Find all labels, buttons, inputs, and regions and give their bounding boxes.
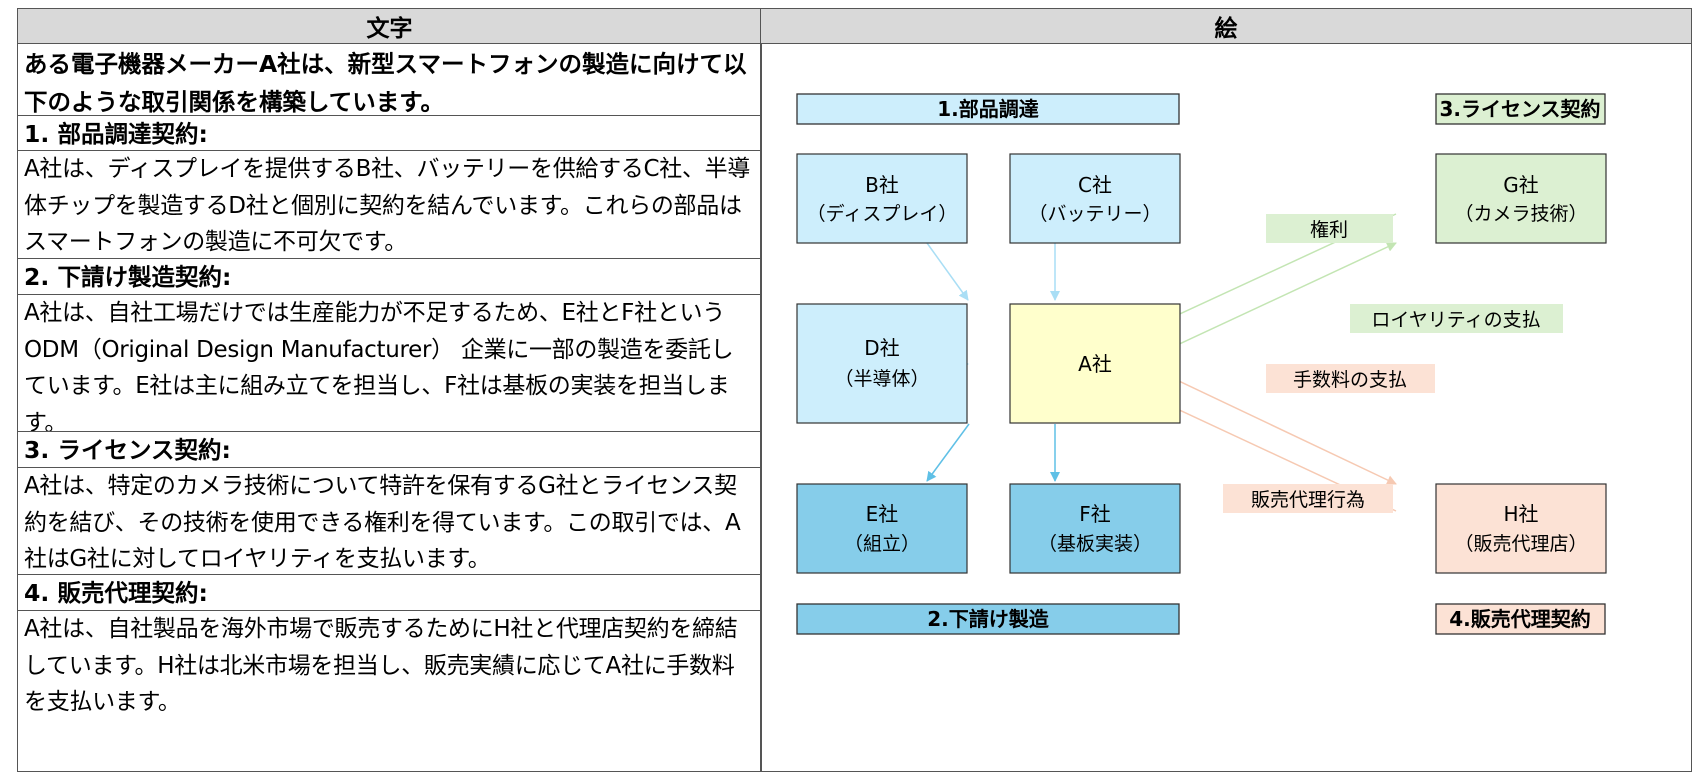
node-a-name: A社	[1078, 352, 1112, 376]
node-f-role: （基板実装）	[1038, 533, 1152, 555]
node-g-name: G社	[1503, 173, 1539, 197]
comparison-table: 文字 絵 ある電子機器メーカーA社は、新型スマートフォンの製造に向けて以下のよう…	[17, 8, 1692, 772]
category-label-license-text: 3.ライセンス契約	[1439, 97, 1600, 121]
node-c-role: （バッテリー）	[1028, 203, 1161, 225]
category-label-procurement-text: 1.部品調達	[937, 97, 1039, 121]
intro-text: ある電子機器メーカーA社は、新型スマートフォンの製造に向けて以下のような取引関係…	[18, 44, 761, 116]
node-h-name: H社	[1503, 502, 1538, 526]
text-column: ある電子機器メーカーA社は、新型スマートフォンの製造に向けて以下のような取引関係…	[17, 44, 762, 772]
category-label-sales: 4.販売代理契約	[1435, 603, 1606, 635]
edge-label-sales-agency-text: 販売代理行為	[1251, 489, 1365, 511]
edge-label-sales-agency: 販売代理行為	[1223, 484, 1393, 513]
edge-label-rights: 権利	[1266, 214, 1393, 243]
node-h: H社 （販売代理店）	[1435, 483, 1607, 574]
node-b-role: （ディスプレイ）	[807, 203, 958, 225]
node-d-name: D社	[864, 336, 899, 360]
node-c: C社 （バッテリー）	[1009, 153, 1181, 244]
section-1-body: A社は、ディスプレイを提供するB社、バッテリーを供給するC社、半導体チップを製造…	[18, 151, 761, 259]
arrow-a-to-e	[926, 423, 970, 482]
section-4-heading: 4. 販売代理契約:	[18, 575, 761, 611]
node-e-role: （組立）	[844, 533, 920, 555]
node-b-name: B社	[865, 173, 899, 197]
arrow-b-to-a	[926, 242, 969, 301]
node-e-name: E社	[866, 502, 899, 526]
header-picture-column: 絵	[760, 8, 1692, 44]
category-label-subcontract-text: 2.下請け製造	[927, 607, 1050, 631]
edge-label-royalty-text: ロイヤリティの支払	[1371, 309, 1540, 331]
category-label-license: 3.ライセンス契約	[1435, 93, 1606, 125]
edge-label-rights-text: 権利	[1310, 219, 1348, 241]
arrow-a-to-g-royalty	[1142, 242, 1397, 362]
node-g-role: （カメラ技術）	[1454, 203, 1587, 225]
section-2-body: A社は、自社工場だけでは生産能力が不足するため、E社とF社というODM（Orig…	[18, 295, 761, 432]
category-label-procurement: 1.部品調達	[796, 93, 1180, 125]
arrow-a-to-h-commission	[1142, 363, 1397, 485]
picture-column: 1.部品調達 3.ライセンス契約 2.下請け製造 4.販売代理契約 B社 （ディ…	[760, 44, 1692, 772]
node-d-role: （半導体）	[834, 368, 929, 390]
header-text-column: 文字	[17, 8, 762, 44]
node-d: D社 （半導体）	[796, 303, 968, 424]
node-a: A社	[1009, 303, 1181, 424]
edge-label-commission-text: 手数料の支払	[1293, 369, 1407, 391]
node-b: B社 （ディスプレイ）	[796, 153, 968, 244]
node-f-name: F社	[1079, 502, 1111, 526]
node-c-name: C社	[1078, 173, 1112, 197]
section-1-heading: 1. 部品調達契約:	[18, 116, 761, 151]
edge-label-royalty: ロイヤリティの支払	[1350, 304, 1563, 333]
category-label-subcontract: 2.下請け製造	[796, 603, 1180, 635]
node-h-role: （販売代理店）	[1454, 533, 1587, 555]
relationship-diagram: 1.部品調達 3.ライセンス契約 2.下請け製造 4.販売代理契約 B社 （ディ…	[796, 93, 1607, 635]
section-3-body: A社は、特定のカメラ技術について特許を保有するG社とライセンス契約を結び、その技…	[18, 468, 761, 575]
node-e: E社 （組立）	[796, 483, 968, 574]
edge-label-commission: 手数料の支払	[1266, 364, 1435, 393]
section-2-heading: 2. 下請け製造契約:	[18, 259, 761, 295]
category-label-sales-text: 4.販売代理契約	[1449, 607, 1591, 631]
section-3-heading: 3. ライセンス契約:	[18, 432, 761, 468]
node-f: F社 （基板実装）	[1009, 483, 1181, 574]
section-4-body: A社は、自社製品を海外市場で販売するためにH社と代理店契約を締結しています。H社…	[24, 616, 738, 715]
node-g: G社 （カメラ技術）	[1435, 153, 1607, 244]
